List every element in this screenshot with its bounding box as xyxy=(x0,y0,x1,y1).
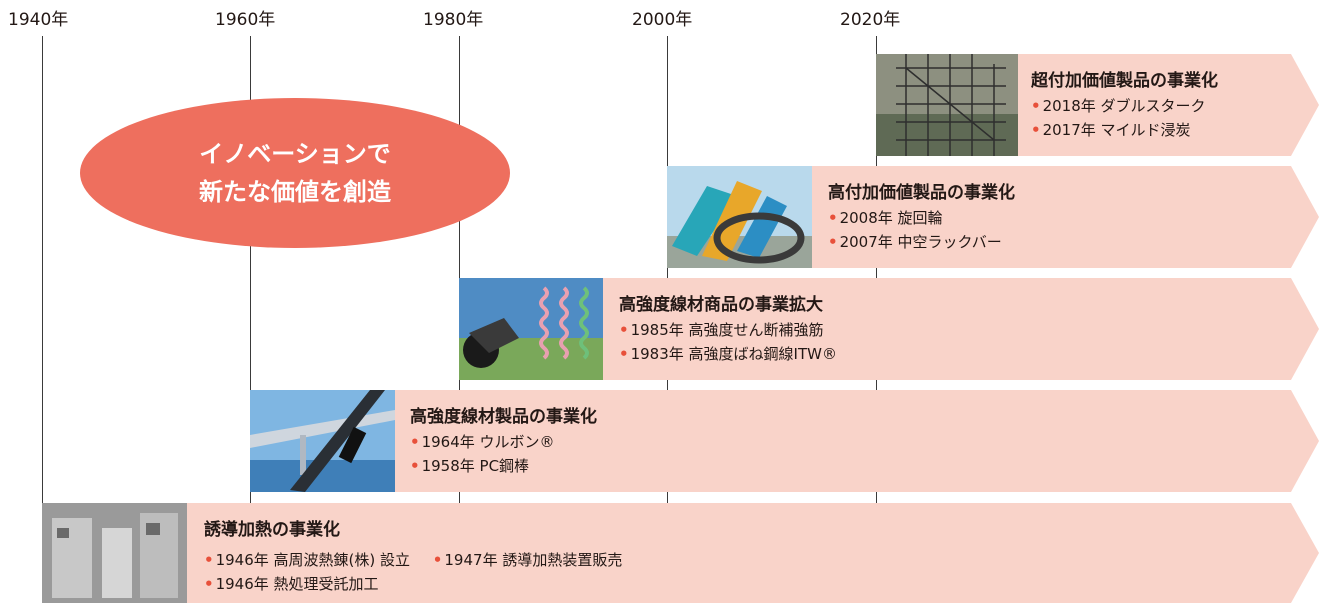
band-item: •2017年 マイルド浸炭 xyxy=(1031,121,1191,139)
band-item: •1985年 高強度せん断補強筋 xyxy=(619,321,824,339)
bullet-icon: • xyxy=(410,433,420,451)
bullet-icon: • xyxy=(1031,121,1041,139)
band-ultra-value-products: 超付加価値製品の事業化 •2018年 ダブルスターク •2017年 マイルド浸炭 xyxy=(876,54,1319,156)
band-title: 高強度線材商品の事業拡大 xyxy=(619,295,823,315)
band-items: •1964年 ウルボン® •1958年 PC鋼棒 xyxy=(410,430,573,478)
band-title: 超付加価値製品の事業化 xyxy=(1031,71,1218,91)
bullet-icon: • xyxy=(204,551,214,569)
year-label-1960: 1960年 xyxy=(215,10,276,30)
band-high-value-products: 高付加価値製品の事業化 •2008年 旋回輪 •2007年 中空ラックバー xyxy=(667,166,1319,268)
band-item-row: •1946年 熱処理受託加工 xyxy=(204,572,640,596)
band-background xyxy=(42,503,1319,603)
year-label-1940: 1940年 xyxy=(8,10,69,30)
band-item: •1946年 熱処理受託加工 xyxy=(204,575,379,593)
bullet-icon: • xyxy=(432,551,443,569)
bullet-icon: • xyxy=(1031,97,1041,115)
photo-excavators xyxy=(667,166,812,268)
bullet-icon: • xyxy=(828,233,838,251)
bullet-icon: • xyxy=(410,457,420,475)
slogan-line-2: 新たな価値を創造 xyxy=(199,178,391,206)
band-items: •1946年 高周波熱錬(株) 設立 •1947年 誘導加熱装置販売 •1946… xyxy=(204,548,640,596)
bullet-icon: • xyxy=(204,575,214,593)
band-item: •1958年 PC鋼棒 xyxy=(410,457,530,475)
band-title: 高強度線材製品の事業化 xyxy=(410,407,597,427)
band-item: •2018年 ダブルスターク xyxy=(1031,97,1206,115)
bullet-icon: • xyxy=(828,209,838,227)
photo-bridge-steel-bar xyxy=(250,390,395,492)
photo-motorcycle-springs xyxy=(459,278,603,380)
band-high-strength-wire-products: 高強度線材製品の事業化 •1964年 ウルボン® •1958年 PC鋼棒 xyxy=(250,390,1319,492)
band-item-row: •1946年 高周波熱錬(株) 設立 •1947年 誘導加熱装置販売 xyxy=(204,548,640,572)
band-items: •1985年 高強度せん断補強筋 •1983年 高強度ばね鋼線ITW® xyxy=(619,318,855,366)
band-item: •2007年 中空ラックバー xyxy=(828,233,1002,251)
band-item: •1964年 ウルボン® xyxy=(410,433,555,451)
slogan-line-1: イノベーションで xyxy=(199,140,391,168)
photo-old-factory xyxy=(42,503,187,603)
year-label-1980: 1980年 xyxy=(423,10,484,30)
band-induction-heating: 誘導加熱の事業化 •1946年 高周波熱錬(株) 設立 •1947年 誘導加熱装… xyxy=(42,503,1319,603)
timeline-line-1960 xyxy=(250,36,251,603)
band-item: •2008年 旋回輪 xyxy=(828,209,943,227)
bullet-icon: • xyxy=(619,345,629,363)
band-item: •1946年 高周波熱錬(株) 設立 xyxy=(204,551,411,569)
band-high-strength-wire-expansion: 高強度線材商品の事業拡大 •1985年 高強度せん断補強筋 •1983年 高強度… xyxy=(459,278,1319,380)
band-item: •1947年 誘導加熱装置販売 xyxy=(432,551,623,569)
band-items: •2008年 旋回輪 •2007年 中空ラックバー xyxy=(828,206,1020,254)
timeline-line-1940 xyxy=(42,36,43,603)
band-item: •1983年 高強度ばね鋼線ITW® xyxy=(619,345,837,363)
band-title: 高付加価値製品の事業化 xyxy=(828,183,1015,203)
photo-steel-tower xyxy=(876,54,1018,156)
innovation-slogan-ellipse: イノベーションで 新たな価値を創造 xyxy=(80,98,510,248)
band-title: 誘導加熱の事業化 xyxy=(204,520,340,540)
band-background xyxy=(250,390,1319,492)
year-label-2000: 2000年 xyxy=(632,10,693,30)
bullet-icon: • xyxy=(619,321,629,339)
band-items: •2018年 ダブルスターク •2017年 マイルド浸炭 xyxy=(1031,94,1224,142)
year-label-2020: 2020年 xyxy=(840,10,901,30)
